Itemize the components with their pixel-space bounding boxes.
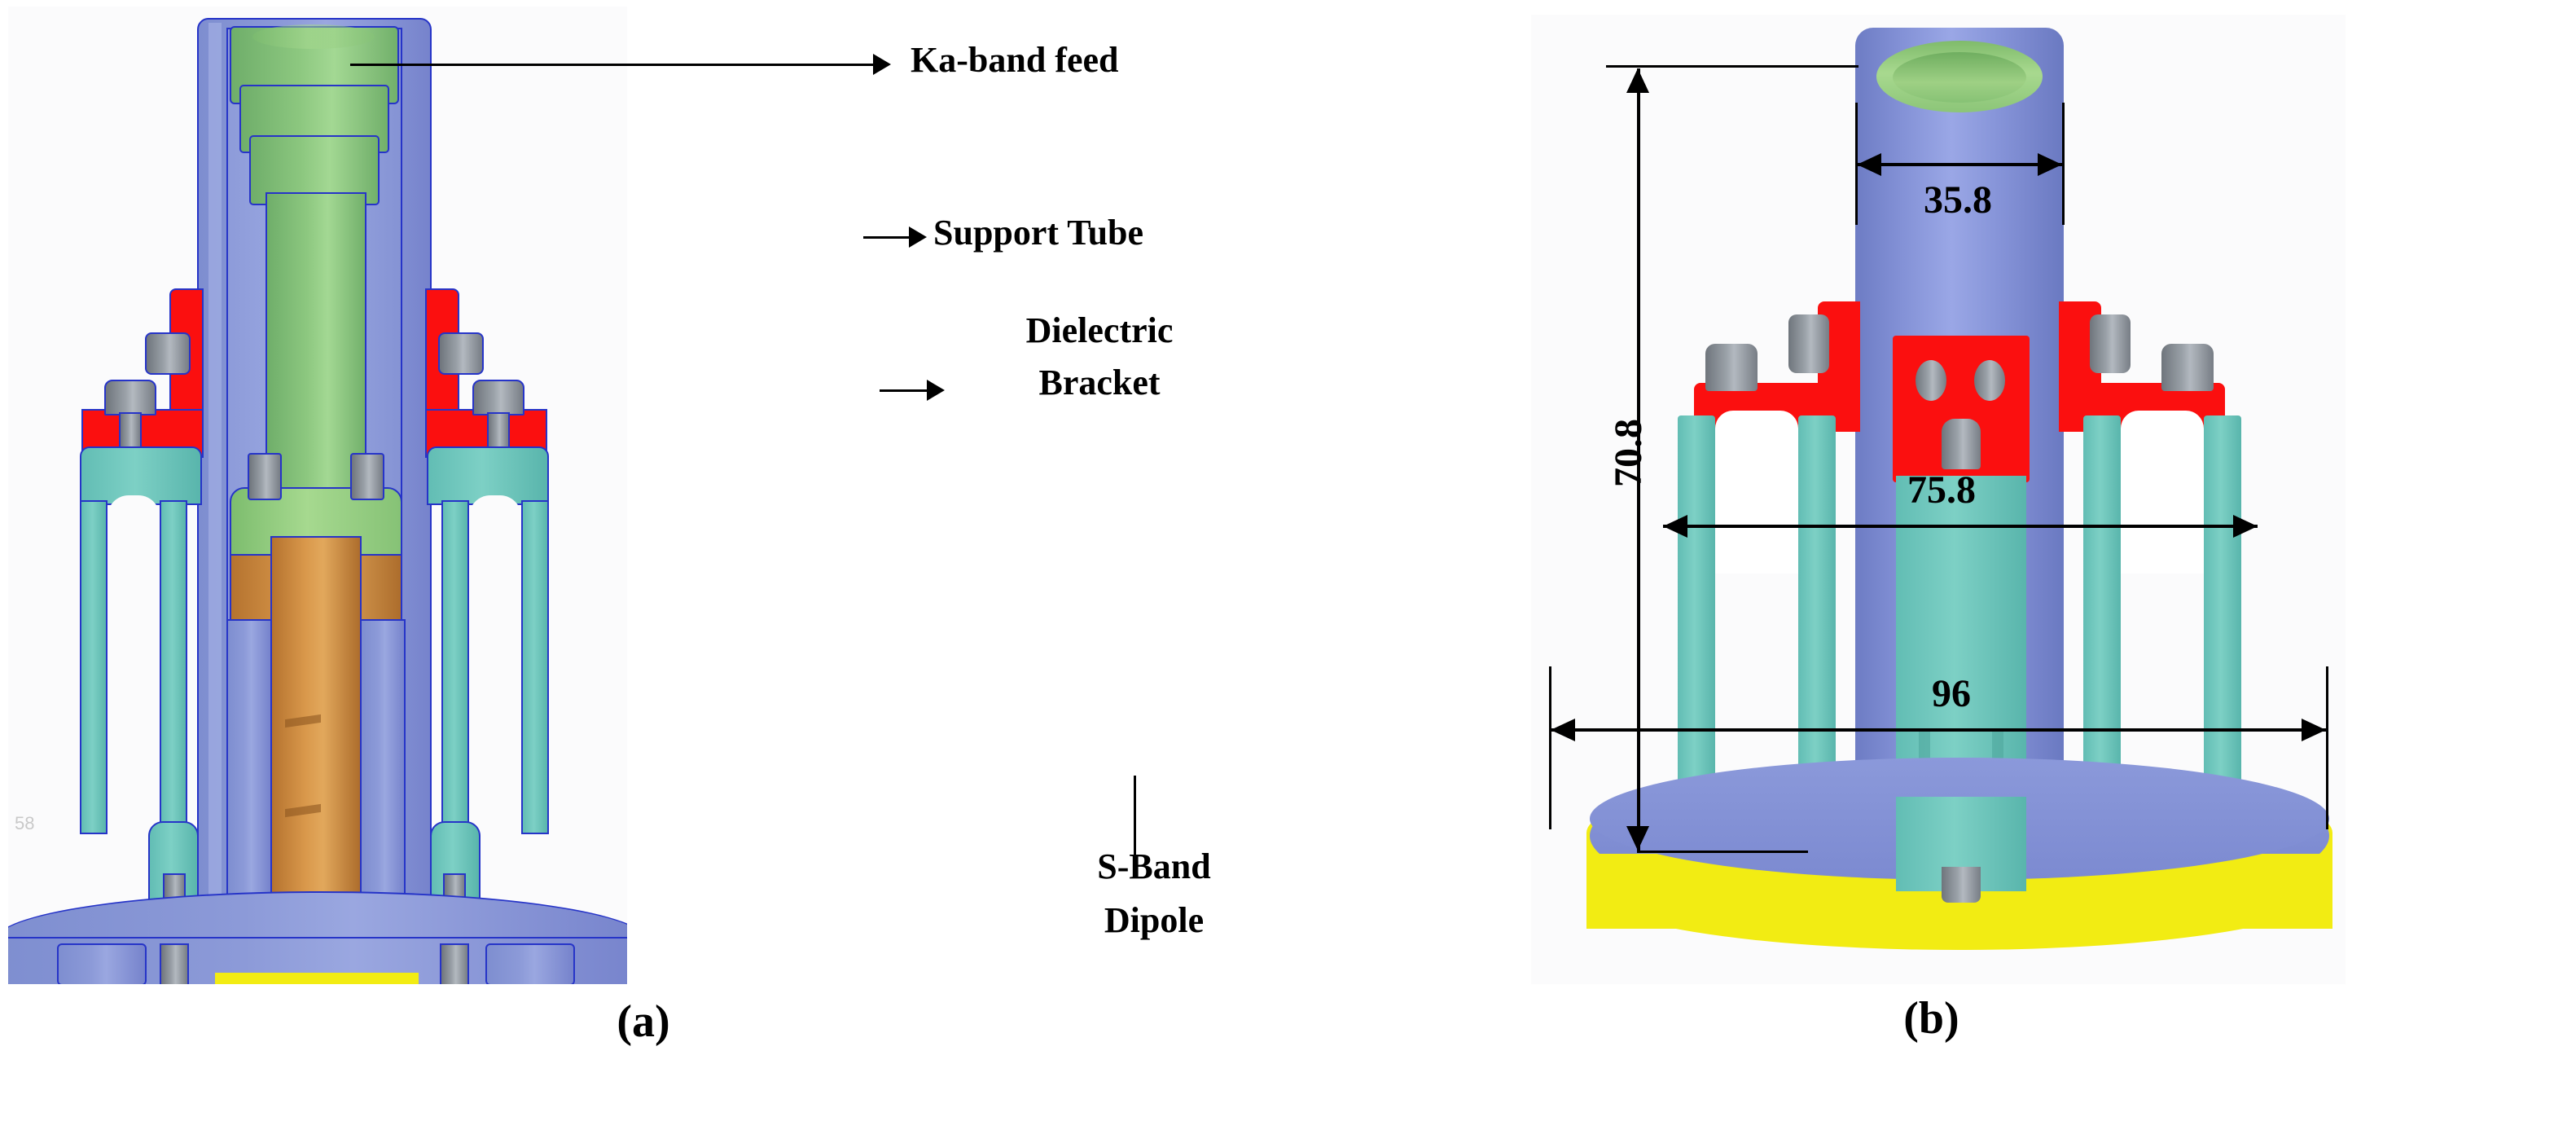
dim-value-height: 70.8 [1607, 419, 1650, 487]
dipole-center-foot-pin [1942, 867, 1981, 903]
dim-ext-tube-width-right [2062, 103, 2065, 225]
dim-ext-tube-width-left [1855, 103, 1858, 225]
s-band-dipole-leg-left-outer [80, 500, 108, 834]
dipole-front-slot-left [1715, 411, 1798, 574]
dim-line-height [1637, 68, 1640, 851]
leader-arrow-dielectric-bracket [927, 380, 945, 401]
dim-arrow-base-diameter-right [2302, 719, 2326, 741]
dipole-front-leg-far-left [1678, 415, 1715, 798]
dim-value-tube-width: 35.8 [1924, 178, 1992, 222]
dim-value-dipole-span: 75.8 [1907, 468, 1976, 512]
bracket-front-screw-left-outer [1788, 314, 1829, 373]
dim-value-base-diameter: 96 [1932, 672, 1971, 715]
panel-a-watermark: 58 [15, 813, 35, 833]
dim-ext-base-diameter-right [2326, 666, 2328, 829]
caption-panel-a: (a) [617, 996, 670, 1047]
leader-line-dielectric-bracket [880, 389, 930, 392]
dim-arrow-tube-width-right [2038, 153, 2062, 176]
bracket-front-screw-right-head [2161, 344, 2214, 391]
s-band-dipole-arm-left [80, 446, 202, 505]
base-center-pin-left [160, 943, 189, 984]
ka-feed-throat-top [252, 24, 375, 49]
bracket-screw-left-side [145, 332, 191, 375]
dim-arrow-tube-width-left [1857, 153, 1881, 176]
bracket-front-screw-right-outer [2090, 314, 2131, 373]
label-dielectric-bracket-line2: Bracket [1038, 363, 1161, 402]
leader-arrow-support-tube [909, 226, 927, 248]
s-band-dipole-leg-right-outer [521, 500, 549, 834]
leader-line-support-tube [863, 236, 912, 239]
flange-screw-right [350, 453, 384, 500]
dim-ext-height-top [1606, 65, 1858, 68]
s-band-dipole-leg-left-inner [160, 500, 187, 834]
support-tube-highlight [208, 23, 222, 984]
leader-line-s-band-dipole [1134, 776, 1136, 872]
dim-line-dipole-span [1663, 525, 2258, 528]
dim-ext-height-bottom [1637, 851, 1808, 853]
caption-panel-b: (b) [1903, 993, 1959, 1044]
base-center-pin-right [440, 943, 469, 984]
dim-line-tube-width [1857, 163, 2062, 166]
cad-cross-section-view-a: 58 [8, 7, 627, 984]
center-tab-screw-lower-center [1942, 419, 1981, 469]
dim-arrow-height-top [1626, 68, 1649, 93]
dipole-front-leg-left [1798, 415, 1836, 798]
s-band-dipole-leg-right-inner [441, 500, 469, 834]
dim-ext-base-diameter-left [1549, 666, 1551, 829]
label-dielectric-bracket-line1: Dielectric [1025, 310, 1174, 350]
dim-line-base-diameter [1551, 728, 2326, 732]
s-band-dipole-slot-left [108, 495, 160, 593]
panel-a: 58 Ka-band feed Support Tube Dielectric … [0, 0, 1287, 1143]
label-s-band-dipole-line1: S-Band [1097, 846, 1211, 886]
base-boss-right [485, 943, 575, 984]
dipole-front-slot-right [2121, 411, 2204, 574]
dim-arrow-height-bottom [1626, 826, 1649, 851]
bracket-screw-right-top-head [472, 380, 524, 415]
ka-feed-waveguide-column [265, 192, 366, 541]
ka-feed-aperture-inner [1893, 52, 2026, 103]
leader-arrow-ka-band-feed [873, 54, 891, 75]
dipole-front-leg-far-right [2204, 415, 2241, 798]
panel-b: 35.8 70.8 75.8 96 (b) [1287, 0, 2576, 1143]
bracket-screw-left-top-head [104, 380, 156, 415]
label-ka-band-feed: Ka-band feed [911, 40, 1119, 80]
bracket-front-screw-left-head [1705, 344, 1758, 391]
s-band-dipole-slot-right [469, 495, 521, 593]
label-s-band-dipole-line2: Dipole [1104, 900, 1205, 940]
dim-arrow-dipole-span-left [1663, 515, 1687, 538]
leader-line-ka-band-feed [350, 64, 875, 66]
cad-front-view-b: 35.8 70.8 75.8 96 [1531, 15, 2346, 984]
flange-screw-left [248, 453, 282, 500]
base-underside-yellow [215, 973, 419, 984]
bracket-screw-right-side [438, 332, 484, 375]
base-boss-left [57, 943, 147, 984]
center-tab-screw-upper-right [1974, 360, 2005, 401]
dim-arrow-dipole-span-right [2233, 515, 2258, 538]
dim-arrow-base-diameter-left [1551, 719, 1575, 741]
label-support-tube: Support Tube [933, 213, 1144, 253]
center-tab-screw-upper-left [1916, 360, 1946, 401]
dipole-front-leg-right [2083, 415, 2121, 798]
